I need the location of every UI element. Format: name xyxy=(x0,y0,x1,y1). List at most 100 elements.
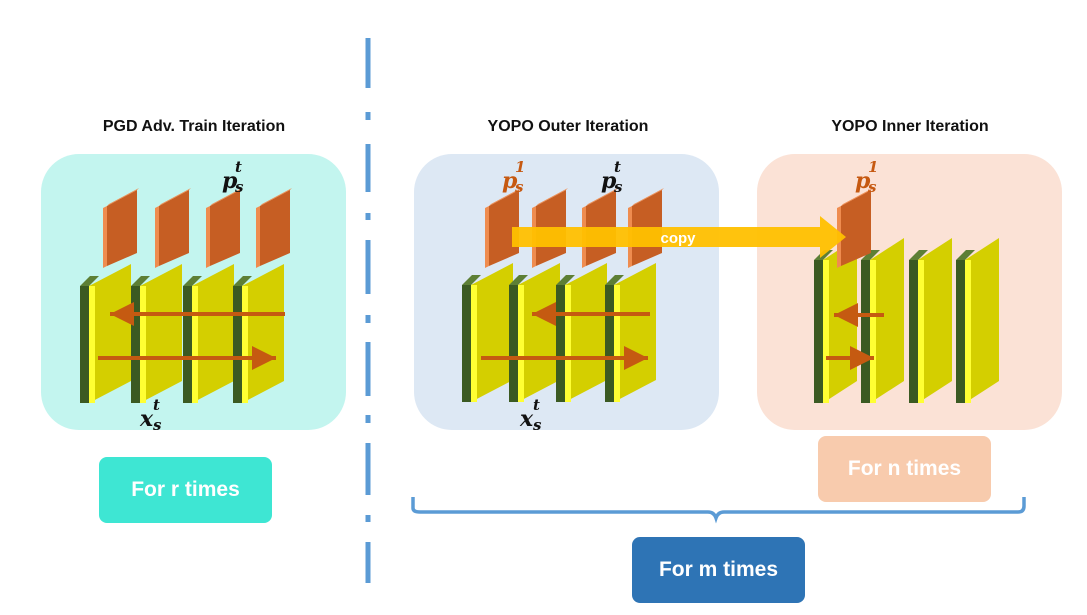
copy-label: copy xyxy=(660,230,696,247)
pgd-param-4 xyxy=(256,188,292,268)
param-front xyxy=(489,190,519,266)
layer-dark-top xyxy=(556,275,575,285)
outer-layer-3 xyxy=(556,263,607,402)
param-left xyxy=(485,206,489,268)
layer-dark-top xyxy=(183,276,202,286)
layer-bright-edge xyxy=(242,286,248,403)
pgd-param-1 xyxy=(103,188,139,268)
outer-layer-4 xyxy=(605,263,656,402)
inner-layer-1 xyxy=(814,238,857,403)
layer-bright-edge xyxy=(192,286,198,403)
pgd-param-2 xyxy=(155,188,191,268)
param-left xyxy=(256,206,260,268)
param-left xyxy=(155,206,159,268)
layer-bright-edge xyxy=(565,285,571,402)
param-top xyxy=(210,188,242,206)
param-left xyxy=(206,206,210,268)
inner-layer-3 xyxy=(909,238,952,403)
layer-bright-edge xyxy=(140,286,146,403)
layer-yellow-face xyxy=(89,264,131,403)
param-top xyxy=(107,188,139,206)
layer-dark-face xyxy=(233,286,242,403)
param-top xyxy=(159,188,191,206)
layer-dark-top xyxy=(131,276,150,286)
layer-dark-top xyxy=(605,275,624,285)
layer-dark-face xyxy=(956,260,965,403)
pgd-param-3 xyxy=(206,188,242,268)
param-top xyxy=(632,188,664,206)
param-top xyxy=(841,188,873,206)
layer-yellow-face xyxy=(870,238,904,403)
layer-dark-top xyxy=(861,250,880,260)
pgd-layer-4 xyxy=(233,264,284,403)
n-times-badge: For n times xyxy=(818,436,991,502)
layer-dark-face xyxy=(861,260,870,403)
param-top xyxy=(260,188,292,206)
r-times-badge: For r times xyxy=(99,457,272,523)
inner-layer-4 xyxy=(956,238,999,403)
layer-bright-edge xyxy=(918,260,924,403)
layer-bright-edge xyxy=(518,285,524,402)
m-times-brace xyxy=(411,497,1026,524)
layer-dark-face xyxy=(183,286,192,403)
inner-layer-2 xyxy=(861,238,904,403)
pgd-layer-2 xyxy=(131,264,182,403)
param-front xyxy=(260,190,290,266)
param-left xyxy=(103,206,107,268)
outer-title: YOPO Outer Iteration xyxy=(487,118,649,135)
layer-yellow-face xyxy=(242,264,284,403)
param-front xyxy=(841,190,871,266)
inner-title: YOPO Inner Iteration xyxy=(831,118,989,135)
inner-param-1 xyxy=(837,188,873,268)
layer-dark-top xyxy=(909,250,928,260)
layer-bright-edge xyxy=(823,260,829,403)
layer-dark-top xyxy=(509,275,528,285)
layer-bright-edge xyxy=(870,260,876,403)
layer-dark-face xyxy=(909,260,918,403)
layer-dark-face xyxy=(814,260,823,403)
layer-dark-top xyxy=(462,275,481,285)
layer-bright-edge xyxy=(89,286,95,403)
layer-dark-face xyxy=(605,285,614,402)
layer-yellow-face xyxy=(140,264,182,403)
layer-dark-face xyxy=(80,286,89,403)
param-top xyxy=(586,188,618,206)
outer-layer-1 xyxy=(462,263,513,402)
outer-layer-2 xyxy=(509,263,560,402)
param-top xyxy=(536,188,568,206)
layer-yellow-face xyxy=(565,263,607,402)
layer-dark-top xyxy=(80,276,99,286)
layer-dark-top xyxy=(956,250,975,260)
layer-bright-edge xyxy=(965,260,971,403)
param-front xyxy=(210,190,240,266)
layer-dark-face xyxy=(556,285,565,402)
param-front xyxy=(159,190,189,266)
layer-bright-edge xyxy=(614,285,620,402)
m-times-badge: For m times xyxy=(632,537,805,603)
pgd-layer-3 xyxy=(183,264,234,403)
layer-yellow-face xyxy=(192,264,234,403)
layer-bright-edge xyxy=(471,285,477,402)
outer-param-1 xyxy=(485,188,521,268)
layer-dark-face xyxy=(462,285,471,402)
layer-yellow-face xyxy=(518,263,560,402)
layer-yellow-face xyxy=(614,263,656,402)
layer-dark-face xyxy=(131,286,140,403)
param-top xyxy=(489,188,521,206)
layer-dark-face xyxy=(509,285,518,402)
pgd-title: PGD Adv. Train Iteration xyxy=(102,118,286,135)
layer-yellow-face xyxy=(918,238,952,403)
param-front xyxy=(107,190,137,266)
pgd-layer-1 xyxy=(80,264,131,403)
layer-yellow-face xyxy=(471,263,513,402)
layer-dark-top xyxy=(233,276,252,286)
copy-arrow xyxy=(512,216,846,258)
layer-yellow-face xyxy=(965,238,999,403)
